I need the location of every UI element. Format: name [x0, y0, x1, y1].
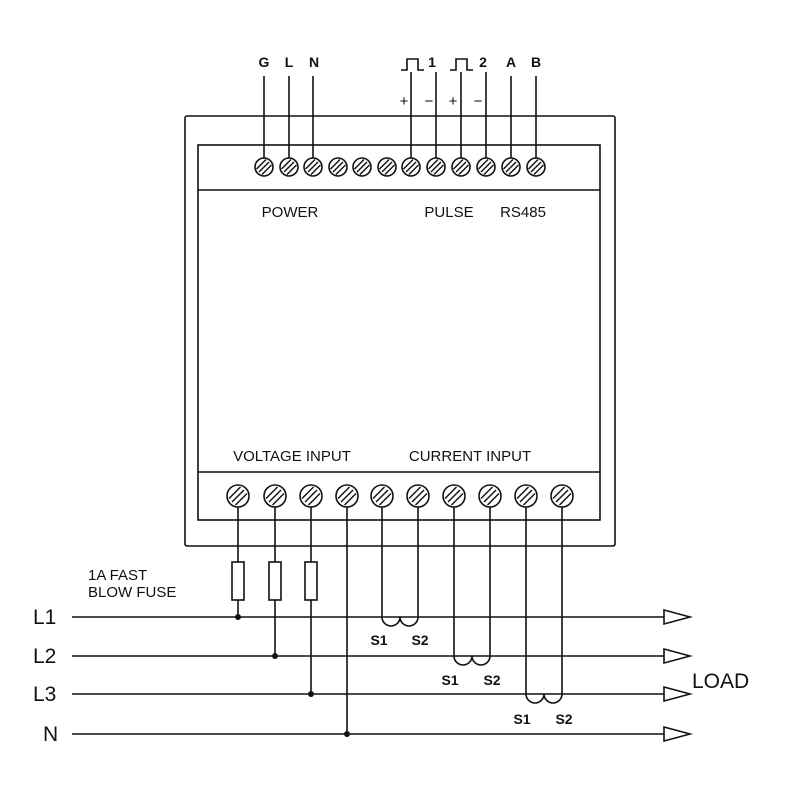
arrow-l2 [663, 647, 694, 665]
ct3-s1-label: S1 [513, 711, 530, 727]
meter-inner-panel [197, 144, 601, 521]
label-n: N [309, 54, 319, 70]
line-label-l2: L2 [33, 645, 56, 668]
junction-l3 [308, 691, 314, 697]
ct-loop-l3 [525, 507, 563, 704]
terminal-screw-g[interactable] [254, 157, 274, 177]
pulse1-minus-mark: − [425, 93, 434, 110]
top-terminal-block [254, 157, 546, 177]
terminal-screw-l[interactable] [279, 157, 299, 177]
ct1-s1-label: S1 [370, 632, 387, 648]
ct2-s2-label: S2 [483, 672, 500, 688]
terminal-screw-pulse2-plus[interactable] [451, 157, 471, 177]
section-current-input-label: CURRENT INPUT [409, 448, 531, 465]
terminal-screw-ct3-s2[interactable] [550, 484, 574, 508]
terminal-screw-blank-3[interactable] [377, 157, 397, 177]
ct1-s2-label: S2 [411, 632, 428, 648]
fuse-note-line2: BLOW FUSE [88, 584, 176, 601]
label-l: L [285, 54, 294, 70]
junction-n [344, 731, 350, 737]
ct3-s2-label: S2 [555, 711, 572, 727]
terminal-screw-ct2-s2[interactable] [478, 484, 502, 508]
fuse-l2 [268, 561, 282, 601]
line-label-n: N [43, 723, 58, 746]
arrow-l3 [663, 685, 694, 703]
meter-outer-frame [184, 115, 616, 547]
terminal-screw-a[interactable] [501, 157, 521, 177]
terminal-screw-voltage-l2[interactable] [263, 484, 287, 508]
terminal-screw-voltage-l3[interactable] [299, 484, 323, 508]
section-pulse-label: PULSE [424, 204, 473, 221]
arrow-l1 [663, 608, 694, 626]
terminal-screw-ct1-s1[interactable] [370, 484, 394, 508]
terminal-screw-ct1-s2[interactable] [406, 484, 430, 508]
junction-l1 [235, 614, 241, 620]
pulse-2-symbol [450, 58, 473, 71]
terminal-screw-b[interactable] [526, 157, 546, 177]
bottom-terminal-block [226, 484, 574, 508]
terminal-screw-blank-1[interactable] [328, 157, 348, 177]
load-label: LOAD [692, 670, 749, 693]
terminal-screw-pulse2-minus[interactable] [476, 157, 496, 177]
label-g: G [259, 54, 270, 70]
terminal-screw-ct2-s1[interactable] [442, 484, 466, 508]
label-pulse-2: 2 [479, 54, 487, 70]
line-label-l3: L3 [33, 683, 56, 706]
pulse-1-symbol [401, 58, 424, 71]
junction-l2 [272, 653, 278, 659]
terminal-screw-voltage-n[interactable] [335, 484, 359, 508]
pulse1-plus-mark: + [400, 93, 409, 110]
ct-loop-l2 [453, 507, 491, 666]
fuse-l1 [231, 561, 245, 601]
line-label-l1: L1 [33, 606, 56, 629]
terminal-screw-pulse1-minus[interactable] [426, 157, 446, 177]
terminal-screw-blank-2[interactable] [352, 157, 372, 177]
pulse2-minus-mark: − [474, 93, 483, 110]
section-power-label: POWER [262, 204, 319, 221]
section-voltage-input-label: VOLTAGE INPUT [233, 448, 351, 465]
ct2-s1-label: S1 [441, 672, 458, 688]
terminal-screw-pulse1-plus[interactable] [401, 157, 421, 177]
label-a: A [506, 54, 516, 70]
label-b: B [531, 54, 541, 70]
fuse-l3 [304, 561, 318, 601]
terminal-screw-voltage-l1[interactable] [226, 484, 250, 508]
terminal-screw-n[interactable] [303, 157, 323, 177]
terminal-screw-ct3-s1[interactable] [514, 484, 538, 508]
ct-loop-l1 [381, 507, 419, 627]
label-pulse-1: 1 [428, 54, 436, 70]
fuse-note-line1: 1A FAST [88, 567, 147, 584]
arrow-n [663, 725, 694, 743]
pulse2-plus-mark: + [449, 93, 458, 110]
section-rs485-label: RS485 [500, 204, 546, 221]
